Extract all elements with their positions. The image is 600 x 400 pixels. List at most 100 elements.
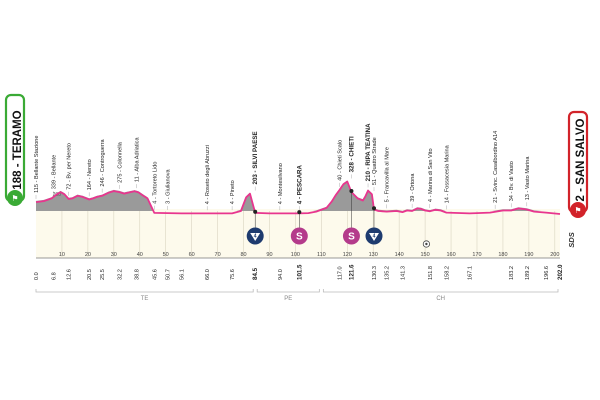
km-tick-label: 50 [163, 252, 169, 258]
town-km-label: 117.0 [338, 266, 344, 280]
km-tick-label: 120 [343, 252, 352, 258]
km-tick-label: 60 [189, 252, 195, 258]
town-name: 339 - Bellante [52, 155, 58, 190]
kom-icon-label: 4 [373, 234, 376, 240]
town-name: 34 - Bv. di Vasto [509, 161, 515, 201]
town-name: 13 - Vasto Marina [525, 156, 531, 201]
region-bracket [35, 289, 254, 293]
town-name: 14 - Fossacesia Marina [444, 144, 450, 203]
town-name: 275 - Colonnella [118, 141, 124, 183]
town-name: 164 - Nereto [87, 159, 93, 190]
town-km-label: 12.6 [67, 269, 73, 280]
town-km-label: 84.5 [252, 267, 259, 280]
town-km-label: 66.0 [205, 269, 211, 280]
feed-zone-dot [425, 242, 428, 246]
town-name: 21 - Svinc. Casalbordino A14 [493, 131, 499, 203]
town-km-label: 130.3 [372, 266, 378, 280]
town-name: 4 - Montesilvano [278, 163, 284, 204]
finish-label: 2 - SAN SALVO [575, 119, 587, 202]
town-name: 246 - Controguerra [100, 138, 106, 186]
town-km-label: 158.2 [444, 266, 450, 280]
town-km-label: 101.5 [296, 264, 303, 280]
town-km-label: 202.0 [557, 264, 564, 280]
region-bracket [256, 289, 320, 293]
sprint-icon-label: S [348, 232, 355, 243]
town-name: 5 - Francavilla al Mare [385, 147, 391, 202]
town-name: 11 - Alba Adriatica [135, 137, 141, 183]
town-km-label: 135.2 [385, 266, 391, 280]
km-tick-label: 160 [446, 252, 455, 258]
kom-icon-label: 4 [254, 234, 257, 240]
finish-icon-glyph: ⚑ [574, 206, 581, 215]
town-km-label: 0.0 [34, 272, 40, 280]
town-name: 4 - Tortoreto Lido [152, 162, 158, 204]
town-km-label: 196.6 [544, 266, 550, 280]
town-name: 4 - Marina di San Vito [428, 148, 434, 202]
km-tick-label: 170 [472, 252, 481, 258]
town-km-label: 167.1 [468, 266, 474, 280]
town-km-label: 141.3 [401, 266, 407, 280]
km-tick-label: 190 [524, 252, 533, 258]
region-bracket [322, 289, 559, 293]
finish-badge: 2 - SAN SALVO ⚑ [567, 110, 589, 218]
town-km-label: 25.5 [100, 269, 106, 280]
start-icon-glyph: ⚑ [11, 194, 18, 203]
town-km-label: 6.8 [52, 272, 58, 280]
town-km-label: 56.1 [180, 269, 186, 280]
town-name: 4 - PESCARA [296, 164, 303, 204]
start-badge: 188 - TERAMO ⚑ [4, 93, 26, 206]
town-km-label: 45.6 [152, 269, 158, 280]
km-tick-label: 180 [498, 252, 507, 258]
town-name: 51 - Quattro Strade [372, 137, 378, 185]
town-km-label: 94.0 [278, 269, 284, 280]
town-name: 210 - RIPA TEATINA [365, 123, 372, 182]
km-tick-label: 80 [240, 252, 246, 258]
km-tick-label: 40 [137, 252, 143, 258]
town-km-label: 121.6 [348, 264, 355, 280]
sprint-point [349, 188, 354, 193]
town-km-label: 38.8 [135, 269, 141, 280]
town-name: 4 - Pineto [230, 180, 236, 204]
start-flag-icon [7, 190, 23, 206]
sprint-icon-label: S [296, 232, 303, 243]
kom-icon-shape [250, 233, 261, 241]
profile-road-line [35, 180, 561, 215]
region-label: CH [436, 296, 445, 302]
town-km-label: 183.2 [509, 266, 515, 280]
brand-logo: SDS [567, 232, 576, 247]
sprint-icon [342, 227, 360, 245]
km-tick-label: 70 [215, 252, 221, 258]
town-km-label: 189.2 [525, 266, 531, 280]
km-tick-label: 130 [369, 252, 378, 258]
town-name: 72 - Bv. per Nereto [67, 143, 73, 190]
km-tick-label: 100 [291, 252, 300, 258]
start-label: 188 - TERAMO [12, 110, 24, 189]
town-name: 203 - SILVI PAESE [252, 131, 259, 184]
kom-icon-shape [369, 233, 380, 241]
town-km-label: 32.2 [118, 269, 124, 280]
towns: 115 - Bellante Stazione 0.0 339 - Bellante… [34, 123, 564, 280]
town-name: 3 - Giulianova [166, 168, 172, 203]
region-label: TE [141, 296, 149, 302]
region-label: PE [284, 296, 292, 302]
km-tick-label: 10 [59, 252, 65, 258]
town-km-label: 20.5 [87, 269, 93, 280]
profile-line [35, 180, 561, 215]
km-tick-label: 140 [395, 252, 404, 258]
town-km-label: 50.7 [166, 269, 172, 280]
km-tick-label: 90 [266, 252, 272, 258]
kom-point [372, 206, 377, 211]
markers: S S 4 4 [246, 188, 431, 248]
sprint-icon [290, 227, 308, 245]
finish-flag-icon [570, 202, 586, 218]
town-km-label: 151.8 [428, 266, 434, 280]
town-name: 115 - Bellante Stazione [34, 135, 40, 192]
km-tick-label: 200 [550, 252, 559, 258]
km-tick-label: 150 [421, 252, 430, 258]
town-name: 4 - Roseto degli Abruzzi [205, 145, 211, 204]
town-name: 328 - CHIETI [348, 136, 355, 172]
town-name: 39 - Ortona [410, 173, 416, 202]
km-tick-label: 30 [111, 252, 117, 258]
kom-point [253, 209, 258, 214]
